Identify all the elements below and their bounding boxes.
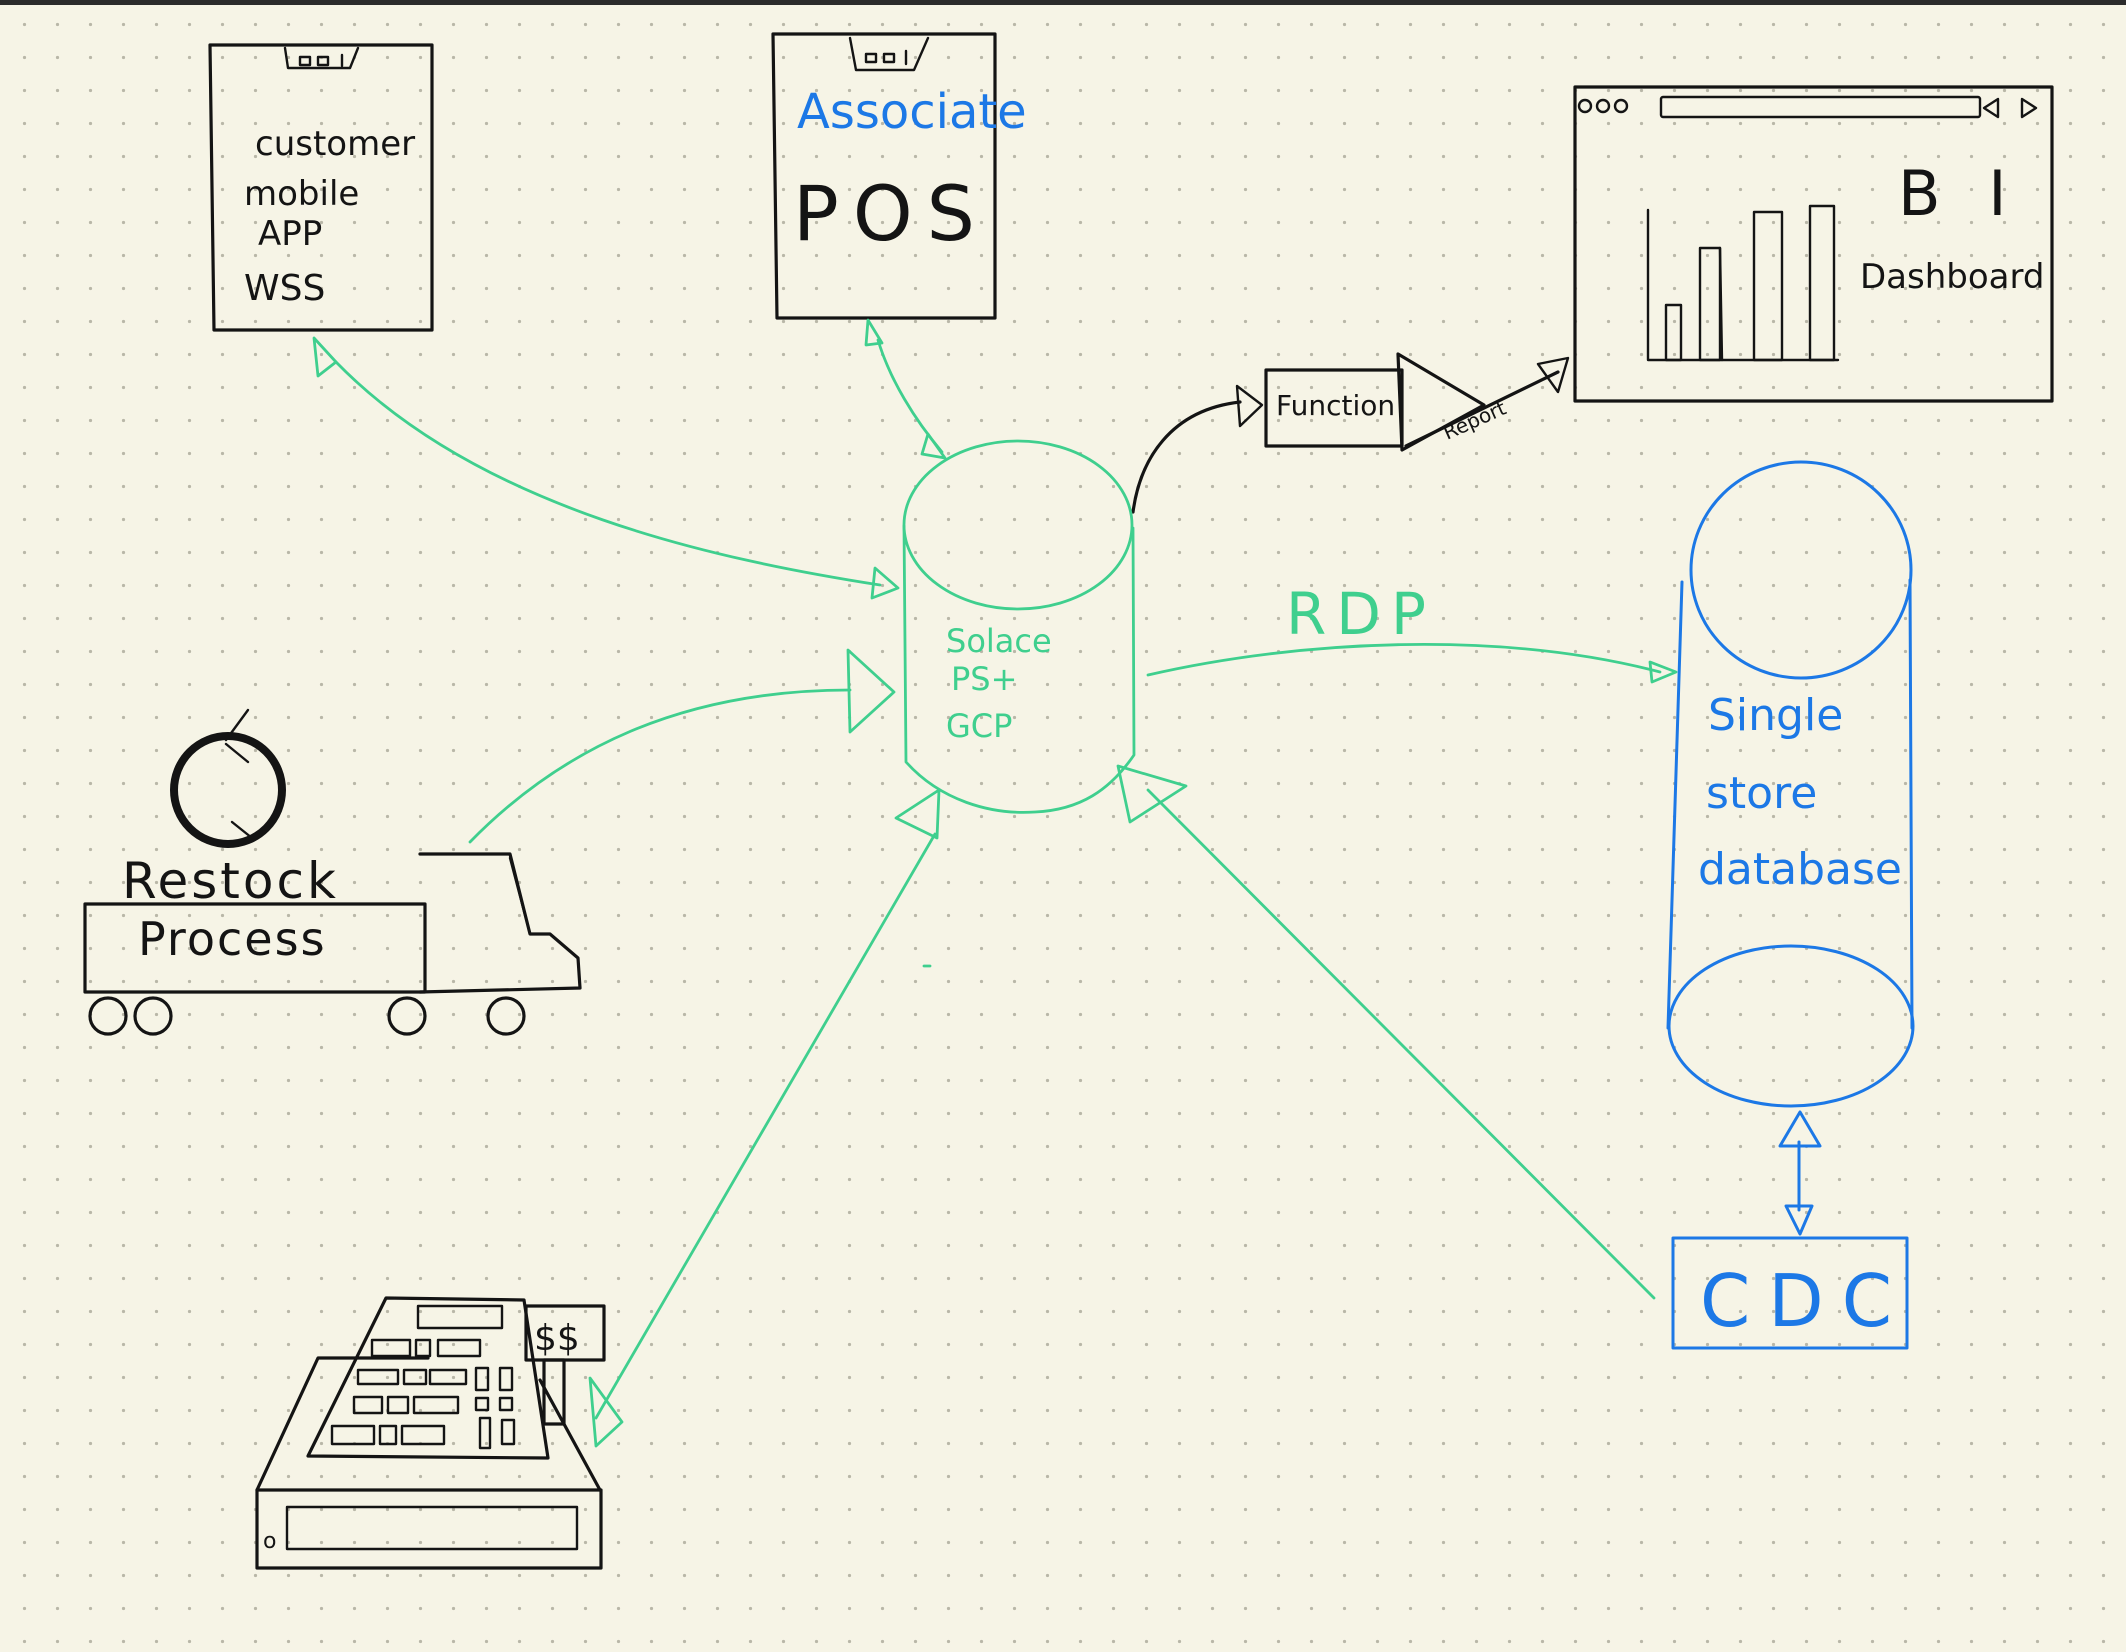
singlestore-line-1: Single — [1708, 690, 1843, 741]
singlestore-line-2: store — [1706, 768, 1817, 819]
mobile-app-line-4: WSS — [244, 268, 325, 309]
solace-pubsub-node: Solace PS+ GCP — [902, 439, 1136, 968]
bi-title: B I — [1898, 157, 2021, 230]
function-to-bi-arrow — [1404, 356, 1570, 448]
customer-mobile-app-node: customer mobile APP WSS — [208, 43, 434, 332]
restock-truck-node: Restock Process — [83, 708, 582, 1036]
mobile-app-line-3: APP — [258, 214, 322, 254]
function-node: Function Report — [1264, 352, 1510, 452]
solace-line-3: GCP — [946, 707, 1012, 745]
cash-register-node: o $$ — [255, 1296, 606, 1570]
report-label: Report — [1439, 396, 1509, 445]
cdc-node: CDC — [1671, 1236, 1910, 1350]
window-top-border — [0, 0, 2126, 5]
cdc-label: CDC — [1700, 1259, 1910, 1343]
associate-pos-node: Associate POS — [771, 32, 1027, 320]
solace-line-2: PS+ — [951, 660, 1017, 698]
restock-line-1: Restock — [122, 852, 339, 910]
pos-to-solace-connector — [864, 318, 947, 460]
mobile-to-solace-connector — [312, 336, 900, 600]
svg-text:o: o — [263, 1529, 276, 1554]
bi-dashboard-node: B I Dashboard — [1573, 85, 2054, 403]
function-label: Function — [1276, 389, 1395, 422]
bi-subtitle: Dashboard — [1860, 257, 2044, 297]
mobile-app-line-1: customer — [255, 124, 415, 164]
pos-subtitle: Associate — [797, 84, 1027, 140]
pos-title: POS — [793, 169, 989, 258]
mobile-app-line-2: mobile — [244, 174, 359, 214]
solace-line-1: Solace — [946, 622, 1052, 660]
cdc-to-solace-connector — [1116, 764, 1656, 1300]
restock-line-2: Process — [138, 912, 327, 966]
rdp-label: RDP — [1286, 580, 1436, 648]
restock-to-solace-connector — [468, 648, 896, 844]
singlestore-database-node: Single store database — [1666, 460, 1915, 1108]
rdp-connector: RDP — [1146, 580, 1678, 684]
register-to-solace-connector — [588, 788, 941, 1448]
cdc-to-database-connector — [1778, 1110, 1822, 1236]
register-price-label: $$ — [534, 1318, 580, 1359]
singlestore-line-3: database — [1698, 844, 1902, 895]
solace-to-function-arrow — [1131, 384, 1264, 514]
